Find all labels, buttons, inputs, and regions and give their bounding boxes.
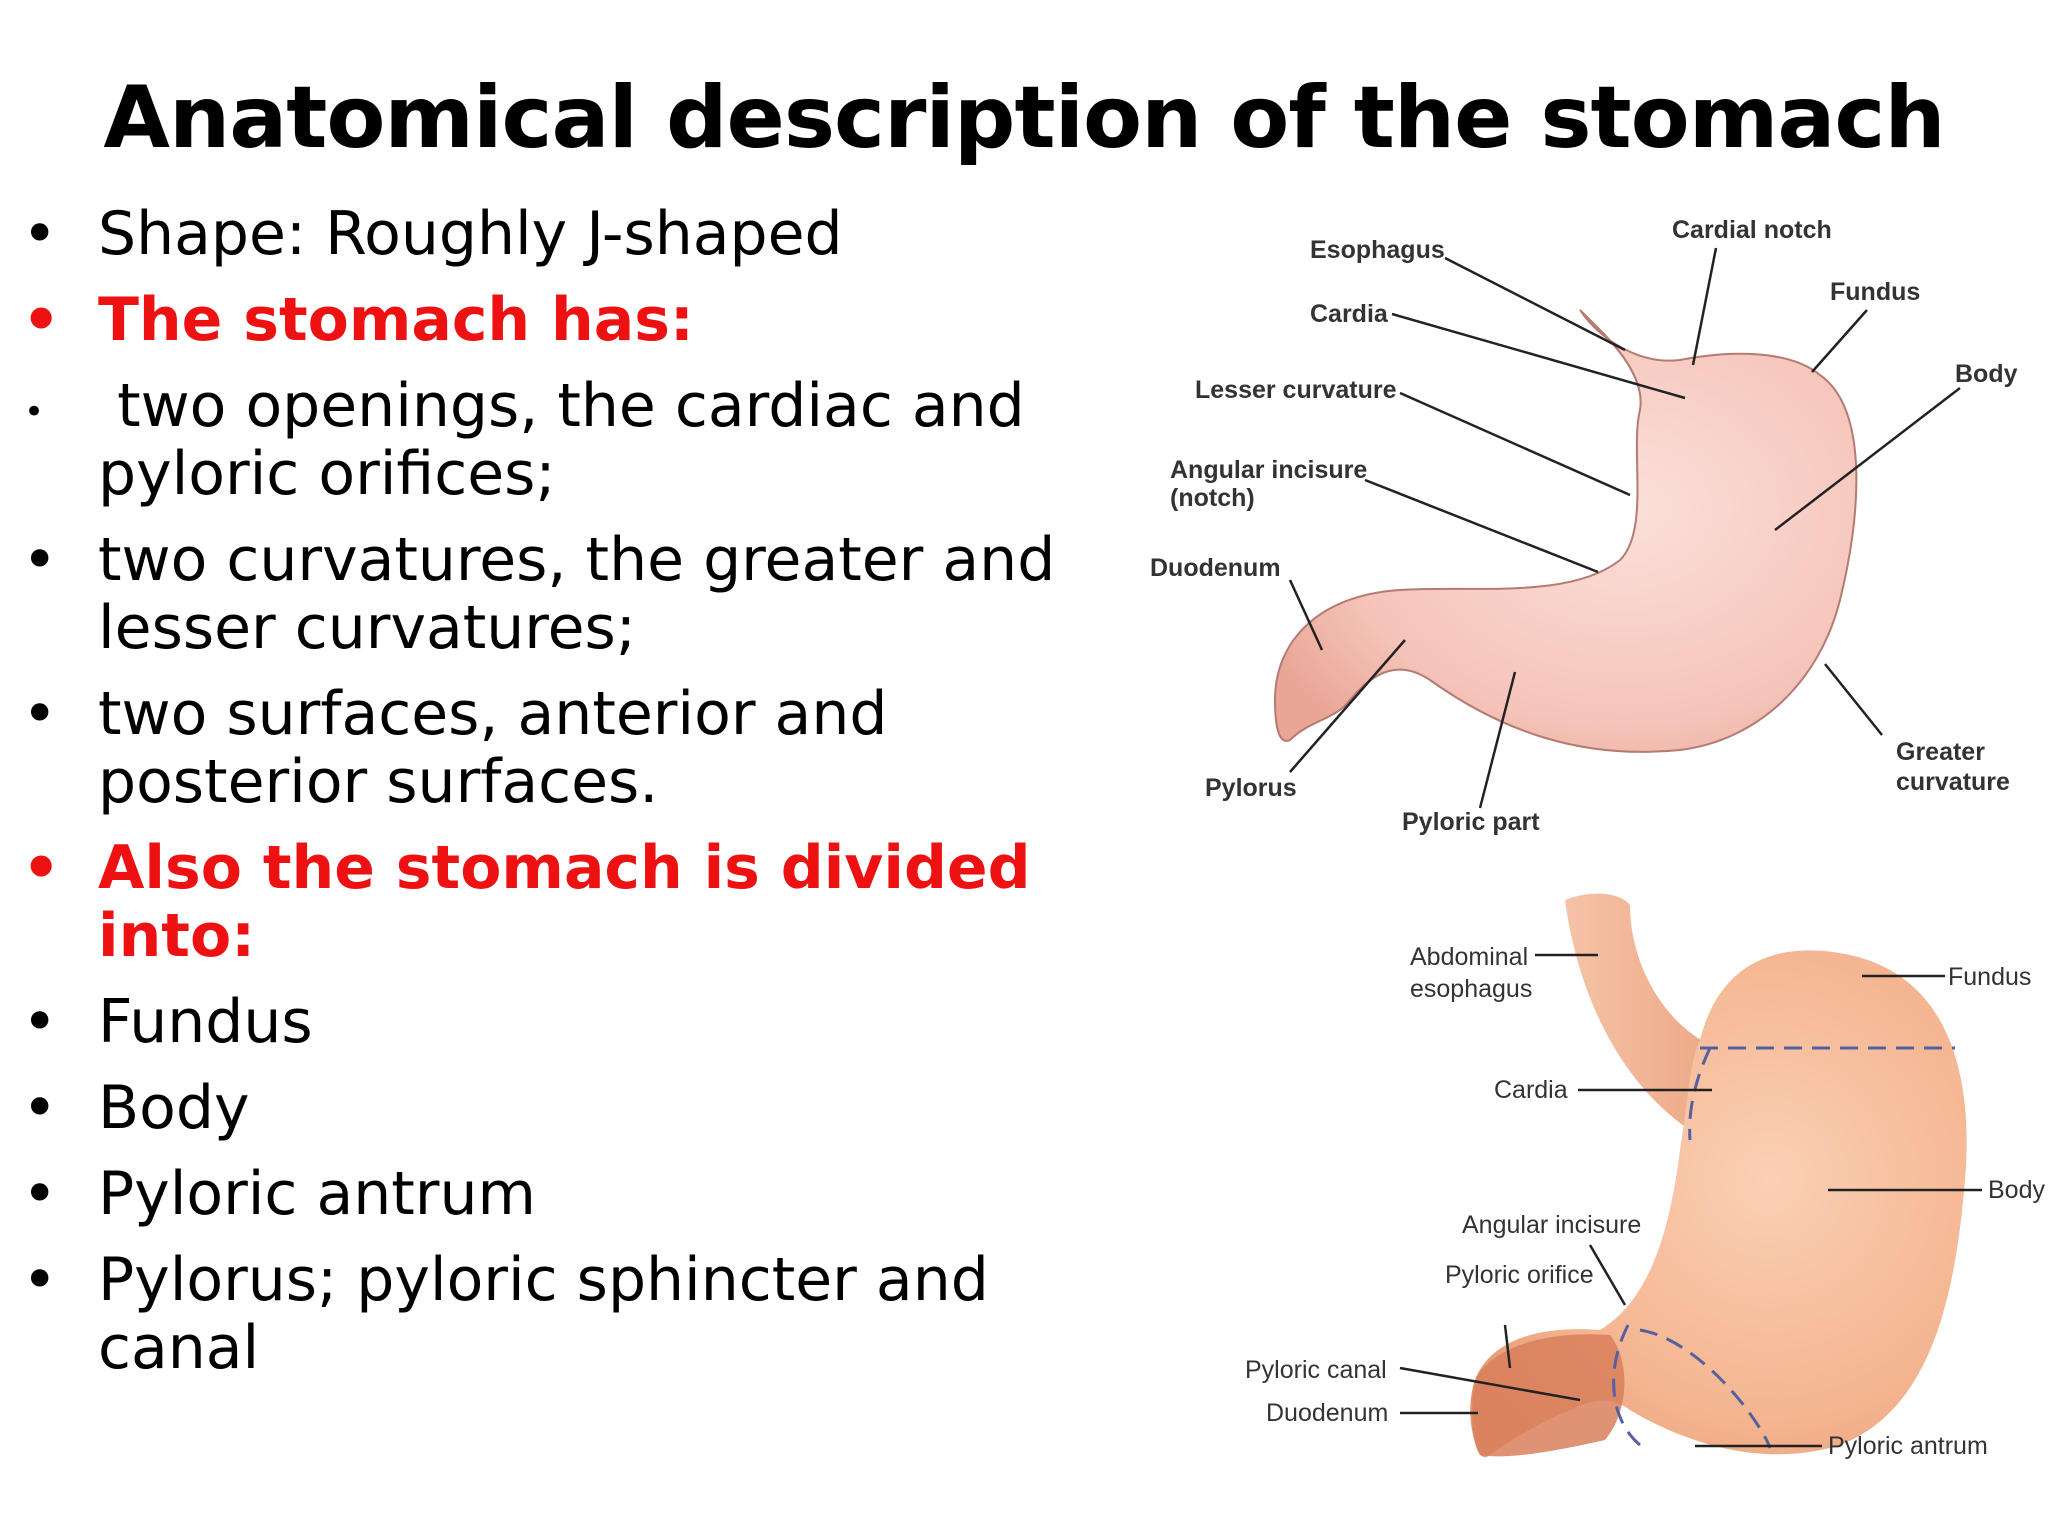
leader-lines-bottom (1399, 953, 1982, 1448)
label-esophagus-bottom: esophagus (1410, 975, 1532, 1003)
bullet-dot-icon: • (22, 1073, 58, 1143)
bullet-dot-icon: • (22, 679, 58, 749)
bullet-text: Also the stomach is divided into: (98, 833, 1031, 971)
label-pyloric-canal: Pyloric canal (1245, 1356, 1387, 1384)
bullet-text: two surfaces, anterior and posterior sur… (98, 679, 888, 817)
bullet-item: • Body (0, 1074, 1150, 1142)
bullet-dot-icon: • (24, 392, 45, 432)
leader-lines-top (1288, 247, 1961, 809)
label-greater: Greater (1896, 738, 1985, 766)
bullet-dot-icon: • (22, 525, 58, 595)
bullet-text: Body (98, 1073, 250, 1143)
label-cardial-notch: Cardial notch (1672, 216, 1832, 244)
label-body-bottom: Body (1988, 1176, 2045, 1204)
bullet-item: • Pylorus; pyloric sphincter and canal (0, 1246, 1150, 1382)
label-curvature: curvature (1896, 768, 2010, 796)
label-angular-incisure: Angular incisure (1170, 456, 1367, 484)
label-body: Body (1955, 360, 2018, 388)
bullet-text: Shape: Roughly J-shaped (98, 199, 843, 269)
label-cardia-bottom: Cardia (1494, 1076, 1568, 1104)
stomach-shape (1273, 309, 1858, 753)
label-lesser-curvature: Lesser curvature (1195, 376, 1397, 404)
label-pylorus: Pylorus (1205, 774, 1297, 802)
esophagus-shape (1565, 893, 1710, 1130)
bullet-item: • The stomach has: (0, 286, 1150, 354)
bullet-list: • Shape: Roughly J-shaped • The stomach … (0, 200, 1150, 1400)
label-fundus: Fundus (1830, 278, 1920, 306)
stomach-diagram-top: Esophagus Cardial notch Fundus Cardia Bo… (1150, 216, 2018, 836)
label-duodenum-bottom: Duodenum (1266, 1399, 1388, 1427)
label-pyloric-part: Pyloric part (1402, 808, 1540, 836)
slide-title: Anatomical description of the stomach (103, 68, 1945, 168)
label-esophagus: Esophagus (1310, 236, 1445, 264)
bullet-text: Pylorus; pyloric sphincter and canal (98, 1245, 989, 1383)
bullet-item: • two surfaces, anterior and posterior s… (0, 680, 1150, 816)
divider-lines (1612, 1046, 1955, 1449)
bullet-dot-icon: • (22, 1159, 58, 1229)
label-pyloric-orifice: Pyloric orifice (1445, 1261, 1594, 1289)
bullet-item: • two openings, the cardiac and pyloric … (0, 372, 1150, 508)
bullet-item: • Fundus (0, 988, 1150, 1056)
bullet-dot-icon: • (22, 987, 58, 1057)
bullet-text: The stomach has: (98, 285, 694, 355)
bullet-text: Pyloric antrum (98, 1159, 536, 1229)
stomach-diagram-bottom: Abdominal esophagus Fundus Cardia Body A… (1245, 893, 2045, 1460)
bullet-item: • Shape: Roughly J-shaped (0, 200, 1150, 268)
bullet-text: two curvatures, the greater and lesser c… (98, 525, 1056, 663)
bullet-item: • Also the stomach is divided into: (0, 834, 1150, 970)
bullet-item: • two curvatures, the greater and lesser… (0, 526, 1150, 662)
bullet-dot-icon: • (22, 833, 61, 903)
label-fundus-bottom: Fundus (1948, 963, 2031, 991)
label-pyloric-antrum: Pyloric antrum (1828, 1432, 1988, 1460)
bullet-item: • Pyloric antrum (0, 1160, 1150, 1228)
bullet-text: Fundus (98, 987, 313, 1057)
label-angular-incisure-notch: (notch) (1170, 484, 1255, 512)
bullet-dot-icon: • (22, 1245, 58, 1315)
label-cardia: Cardia (1310, 300, 1389, 328)
label-abdominal: Abdominal (1410, 943, 1528, 971)
stomach-shape-bottom (1472, 950, 1967, 1458)
label-angular-incisure-bottom: Angular incisure (1462, 1211, 1641, 1239)
bullet-text: two openings, the cardiac and pyloric or… (98, 371, 1044, 509)
label-duodenum: Duodenum (1150, 554, 1281, 582)
bullet-dot-icon: • (22, 199, 58, 269)
bullet-dot-icon: • (22, 285, 61, 355)
